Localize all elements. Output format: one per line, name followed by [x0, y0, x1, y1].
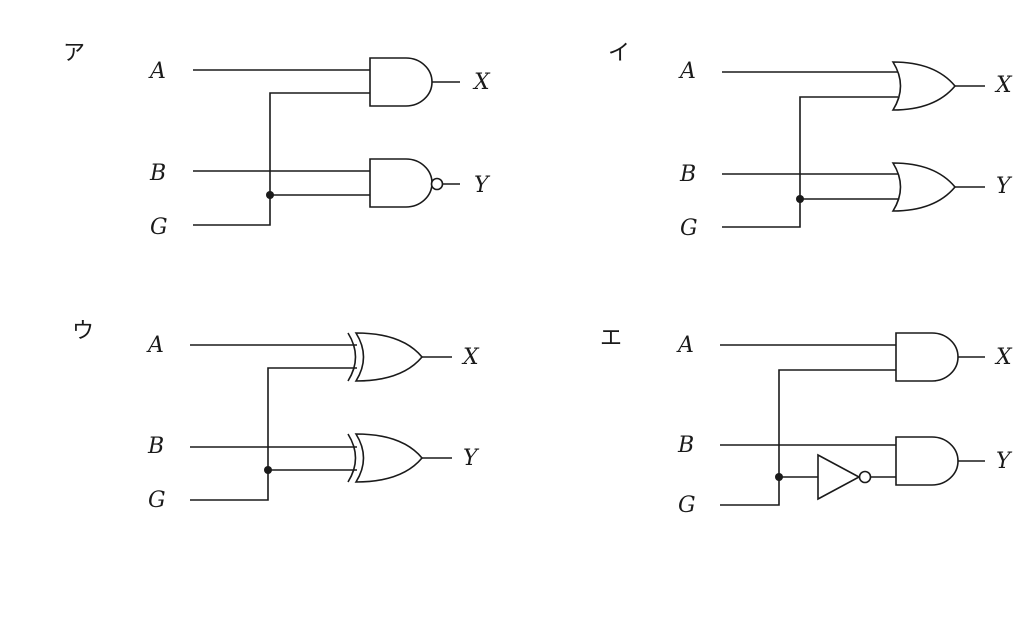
panel-label: ウ	[72, 319, 94, 344]
input-g-label: G	[678, 493, 696, 518]
junction-dot	[796, 195, 804, 203]
input-a-label: A	[148, 59, 166, 84]
not-gate	[817, 453, 861, 501]
or-gate	[891, 61, 957, 111]
input-g-label: G	[148, 488, 166, 513]
input-a-label: A	[676, 333, 694, 358]
panel-a: ア A B G X Y	[63, 41, 491, 240]
xor-gate	[347, 433, 424, 483]
xor-gate	[347, 332, 424, 382]
junction-dot	[266, 191, 274, 199]
input-a-label: A	[146, 333, 164, 358]
wires	[190, 344, 452, 501]
junction-dot	[264, 466, 272, 474]
output-x-label: X	[994, 345, 1013, 370]
and-gate	[369, 57, 433, 107]
input-a-label: A	[678, 59, 696, 84]
and-gate	[895, 436, 959, 486]
input-b-label: B	[677, 433, 694, 458]
nand-gate	[369, 158, 433, 208]
input-g-label: G	[680, 216, 698, 241]
output-x-label: X	[472, 70, 491, 95]
wires	[722, 71, 985, 228]
output-y-label: Y	[463, 446, 480, 471]
or-gate	[891, 162, 957, 212]
inversion-bubble	[858, 470, 872, 484]
output-y-label: Y	[996, 174, 1013, 199]
panel-label: エ	[600, 326, 622, 351]
output-x-label: X	[994, 73, 1013, 98]
panel-u: ウ A B G X Y	[72, 319, 480, 513]
inversion-bubble	[430, 177, 444, 191]
and-gate	[895, 332, 959, 382]
input-b-label: B	[679, 162, 696, 187]
output-y-label: Y	[474, 173, 491, 198]
output-y-label: Y	[996, 449, 1013, 474]
panel-label: イ	[608, 41, 630, 66]
panel-i: イ A B G X Y	[608, 41, 1013, 241]
wires	[720, 344, 985, 506]
output-x-label: X	[461, 345, 480, 370]
input-b-label: B	[147, 434, 164, 459]
wires	[193, 69, 460, 226]
input-g-label: G	[150, 215, 168, 240]
panel-e: エ A B G X Y	[600, 326, 1013, 518]
junction-dot	[775, 473, 783, 481]
input-b-label: B	[149, 161, 166, 186]
panel-label: ア	[63, 41, 85, 66]
